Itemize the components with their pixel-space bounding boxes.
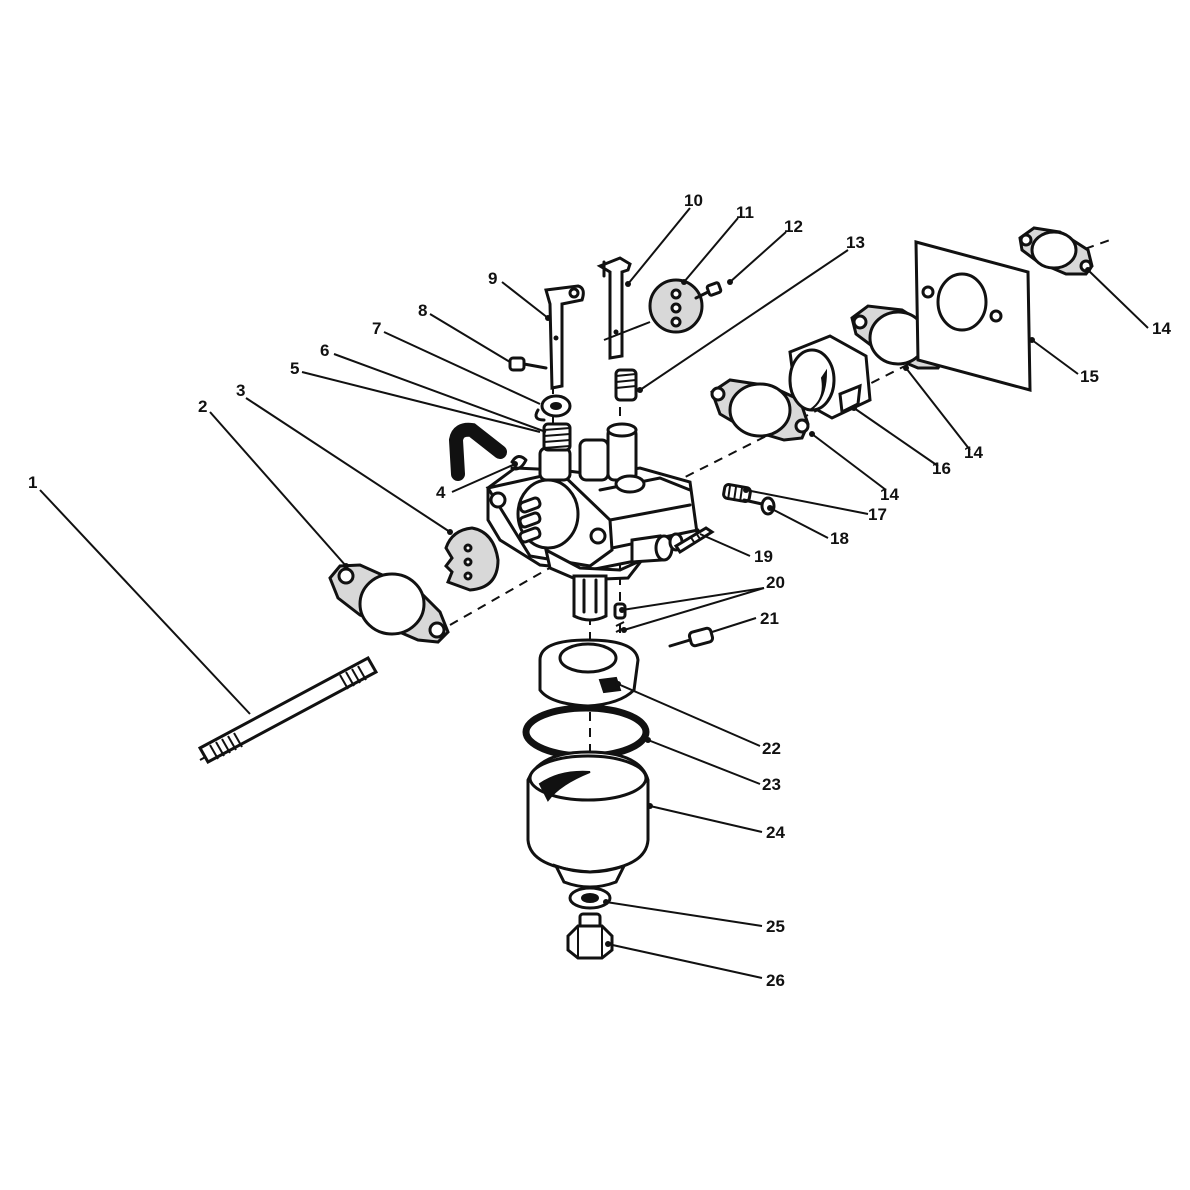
part-10-choke-shaft [596,256,632,360]
part-1-stud [197,655,379,765]
carburetor-body [485,422,700,582]
callout-14-near: 14 [880,485,899,504]
callout-19: 19 [754,547,773,566]
part-26-nut [566,912,614,960]
leader-lines [39,207,1149,979]
part-19-needle [673,526,715,555]
callout-10: 10 [684,191,703,210]
callout-12: 12 [784,217,803,236]
callout-20: 20 [766,573,785,592]
callout-8: 8 [418,301,427,320]
part-25-washer [568,886,612,910]
callout-23: 23 [762,775,781,794]
callout-13: 13 [846,233,865,252]
callout-5: 5 [290,359,299,378]
callout-2: 2 [198,397,207,416]
part-11-choke-plate [603,278,704,341]
part-12-screw [694,281,723,300]
part-7-seal [534,394,572,422]
callout-7: 7 [372,319,381,338]
part-6-spring [542,422,572,452]
part-5-hose [448,422,507,481]
part-9-throttle-shaft [544,284,585,390]
part-8-screw [508,356,548,372]
callout-9: 9 [488,269,497,288]
callout-17: 17 [868,505,887,524]
callout-11: 11 [736,203,754,222]
callout-labels: 1 2 3 4 5 6 7 8 9 10 11 12 13 14 14 14 1… [28,191,1171,990]
part-16-spacer [788,334,872,420]
part-4-clip [510,455,528,471]
part-2-gasket [328,563,450,644]
callout-3: 3 [236,381,245,400]
callout-18: 18 [830,529,849,548]
part-22-float [538,638,640,708]
leader-dots [343,267,1091,947]
callout-24: 24 [766,823,785,842]
callout-22: 22 [762,739,781,758]
part-14-gasket-near [710,378,810,442]
part-23-o-ring [522,704,650,760]
part-24-float-bowl [526,750,650,889]
callout-4: 4 [436,483,446,502]
callout-21: 21 [760,609,779,628]
part-21-screw [668,626,715,648]
callout-14-mid: 14 [964,443,983,462]
callout-6: 6 [320,341,329,360]
callout-14-far: 14 [1152,319,1171,338]
part-13-needle [614,368,638,402]
callout-26: 26 [766,971,785,990]
callout-15: 15 [1080,367,1099,386]
main-nozzle [572,574,608,622]
part-3-throttle-plate [444,526,500,592]
callout-25: 25 [766,917,785,936]
callout-16: 16 [932,459,951,478]
callout-1: 1 [28,473,37,492]
part-15-plate [914,240,1032,392]
part-14-gasket-far [1018,226,1094,276]
